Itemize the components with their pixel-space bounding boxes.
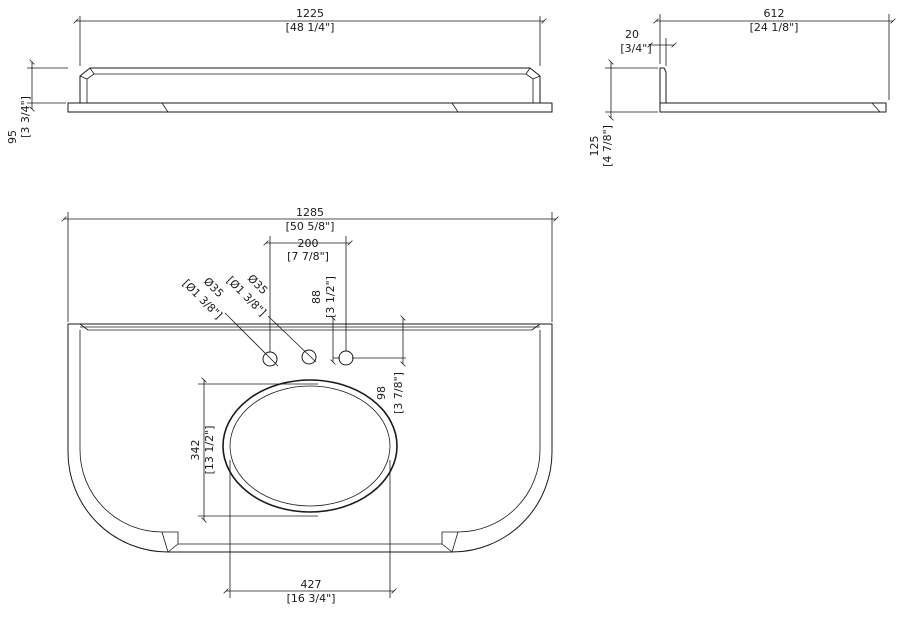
front-height-in: [3 3/4"] [19,96,32,138]
side-thickness-mm: 20 [625,28,639,41]
basin-setback-mm: 98 [375,386,388,400]
hole-setback-in: [3 1/2"] [324,276,337,318]
top-view: 1285 [50 5/8"] 200 [7 7/8"] Ø35 [Ø1 3/8"… [61,206,559,605]
side-height-in: [4 7/8"] [601,125,614,167]
side-depth-mm: 612 [764,7,785,20]
faucet-hole-left [262,351,278,367]
faucet-hole-center [301,349,317,365]
side-height-mm: 125 [588,136,601,157]
top-width-mm: 1285 [296,206,324,219]
faucet-hole-right [338,350,354,366]
side-slab [659,102,887,113]
side-depth-in: [24 1/8"] [750,21,799,34]
hole-spacing-in: [7 7/8"] [287,250,329,263]
front-width-in: [48 1/4"] [286,21,335,34]
basin-depth-mm: 342 [189,440,202,461]
front-width-mm: 1225 [296,7,324,20]
basin-width-in: [16 3/4"] [287,592,336,605]
hole-b-leader [267,315,317,363]
side-thickness-in: [3/4"] [620,42,651,55]
hole-setback-mm: 88 [310,290,323,304]
hole-spacing-mm: 200 [298,237,319,250]
top-width-in: [50 5/8"] [286,220,335,233]
basin-setback-in: [3 7/8"] [392,372,405,414]
front-view: 1225 [48 1/4"] 95 [3 3/4"] [6,7,553,144]
side-view: 612 [24 1/8"] 20 [3/4"] 125 [4 7/8"] [588,7,896,167]
top-inner-edge [79,330,541,545]
basin-depth-in: [13 1/2"] [203,426,216,475]
side-backsplash [659,67,667,103]
top-outline [67,323,553,553]
basin-outer [222,379,398,513]
front-slab [67,102,553,113]
hole-a-leader [224,312,279,367]
front-height-mm: 95 [6,130,19,144]
basin-inner [229,385,391,507]
front-backsplash [79,67,541,103]
basin-width-mm: 427 [301,578,322,591]
